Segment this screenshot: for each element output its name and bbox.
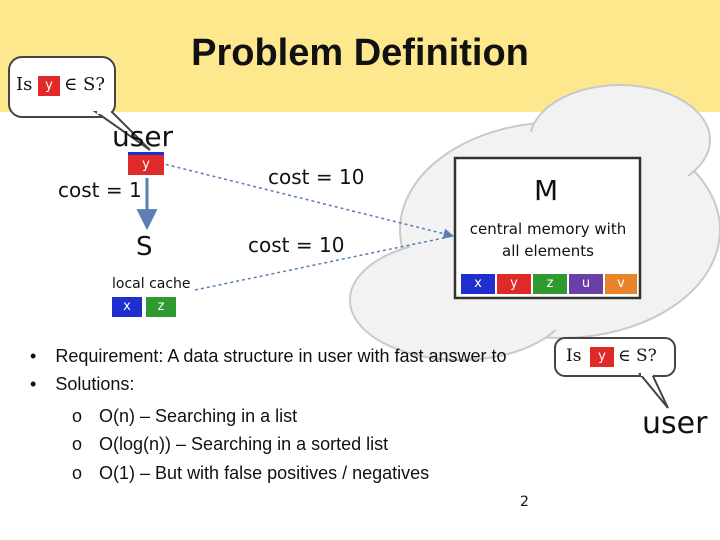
edge-label-user-memory: cost = 10 <box>268 165 365 189</box>
query-element-cell: y <box>38 76 60 96</box>
cache-cell-x: x <box>112 297 142 317</box>
sub-marker: o <box>72 406 83 426</box>
edge-label-cache-memory: cost = 10 <box>248 233 345 257</box>
edge-cache-memory <box>194 235 454 291</box>
page-number: 2 <box>520 494 529 510</box>
query-suffix-2: ∈ S? <box>618 346 657 366</box>
user-element-cell: y <box>128 152 164 175</box>
bubble-tail-2-mask <box>641 372 653 376</box>
memory-cell-v: v <box>605 274 637 294</box>
memory-cell-z: z <box>533 274 567 294</box>
bullet-requirement: • Requirement: A data structure in user … <box>30 346 507 367</box>
memory-cell-u: u <box>569 274 603 294</box>
sub-item: o O(1) – But with false positives / nega… <box>72 463 429 484</box>
cache-label: local cache <box>112 276 191 292</box>
sub-item: o O(log(n)) – Searching in a sorted list <box>72 434 388 455</box>
side-user-label: user <box>642 406 708 441</box>
sub-marker: o <box>72 434 83 454</box>
edge-label-user-cache: cost = 1 <box>58 178 142 202</box>
bullet-solutions-text: Solutions: <box>55 374 135 394</box>
bullet-solutions: • Solutions: <box>30 374 134 395</box>
edge-user-memory <box>159 162 455 239</box>
sub-item-text: O(log(n)) – Searching in a sorted list <box>99 434 389 454</box>
memory-label-line1: central memory with <box>469 220 627 238</box>
query-bubble-2 <box>554 337 676 377</box>
memory-label-line2: all elements <box>502 242 594 260</box>
query-bubble <box>8 56 116 118</box>
sub-item: o O(n) – Searching in a list <box>72 406 297 427</box>
cache-symbol: S <box>136 232 153 262</box>
bullet-requirement-text: Requirement: A data structure in user wi… <box>55 346 507 366</box>
bullet-marker: • <box>30 374 37 394</box>
query-suffix: ∈ S? <box>64 74 106 95</box>
bubble-tail-mask <box>97 110 111 114</box>
slide-title: Problem Definition <box>191 32 529 74</box>
query-prefix: Is <box>16 74 33 95</box>
sub-marker: o <box>72 463 83 483</box>
bullet-marker: • <box>30 346 37 366</box>
query-element-cell-2: y <box>590 347 614 367</box>
memory-cell-y: y <box>497 274 531 294</box>
user-label: user <box>112 120 174 153</box>
bubble-tail-2 <box>637 373 669 409</box>
memory-cell-x: x <box>461 274 495 294</box>
memory-symbol: M <box>534 174 559 207</box>
query-prefix-2: Is <box>566 346 582 366</box>
cache-cell-z: z <box>146 297 176 317</box>
sub-item-text: O(n) – Searching in a list <box>99 406 298 426</box>
sub-item-text: O(1) – But with false positives / negati… <box>99 463 430 483</box>
